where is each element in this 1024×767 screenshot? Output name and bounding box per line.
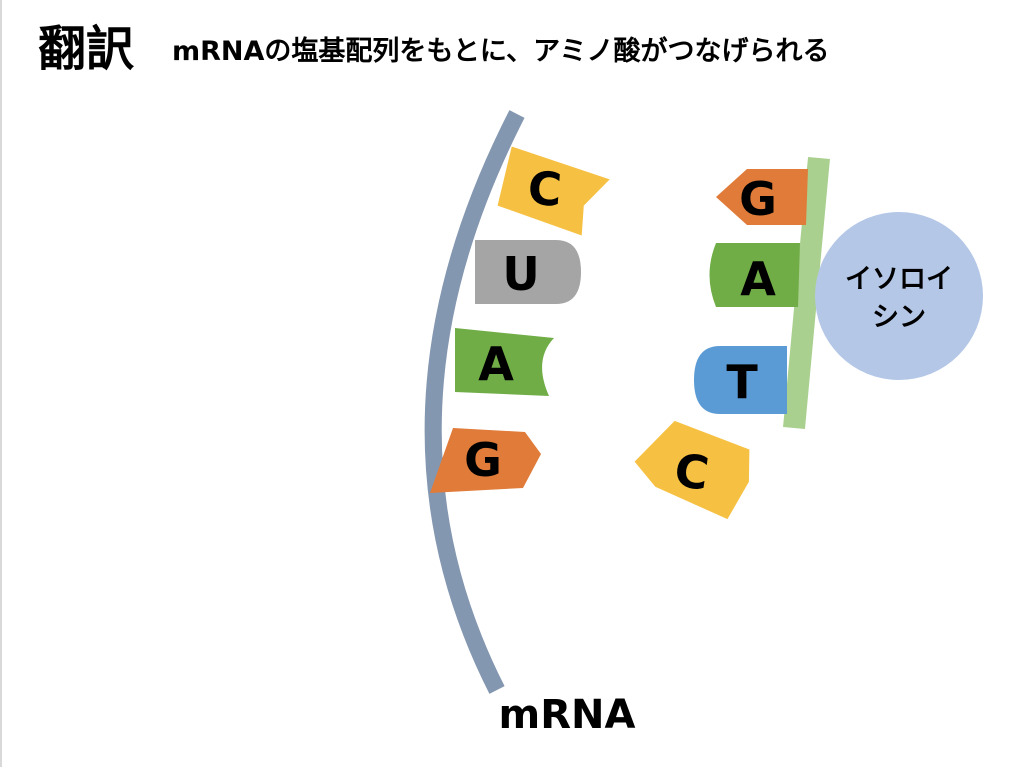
amino-acid-label-line1: イソロイ	[845, 264, 953, 295]
mrna-base-c-shape	[497, 146, 610, 236]
mrna-base-u: U	[475, 240, 581, 304]
free-base-c-shape	[634, 420, 750, 520]
trna-base-g: G	[716, 169, 808, 226]
slide-title: 翻訳	[38, 21, 135, 77]
mrna-base-c-letter: C	[526, 161, 563, 217]
mrna-base-a-letter: A	[478, 337, 514, 391]
trna-base-t-letter: T	[726, 355, 758, 409]
trna-base-t: T	[694, 346, 787, 414]
mrna-base-u-shape	[475, 240, 581, 304]
mrna-base-g: G	[430, 428, 541, 493]
trna-base-a-shape	[709, 243, 800, 307]
trna-bar	[783, 156, 830, 430]
amino-acid-label-line2: シン	[872, 302, 926, 333]
free-base-c: C	[634, 420, 750, 520]
amino-acid-circle	[815, 212, 983, 380]
slide-subtitle: mRNAの塩基配列をもとに、アミノ酸がつなげられる	[172, 36, 830, 67]
mrna-base-a-shape	[455, 328, 554, 396]
trna-base-g-shape	[716, 169, 808, 225]
mrna-base-a: A	[455, 328, 554, 396]
trna-base-a: A	[709, 243, 800, 307]
free-base-c-letter: C	[671, 443, 712, 501]
trna-base-g-letter: G	[739, 172, 777, 226]
mrna-base-g-letter: G	[464, 433, 502, 487]
mrna-label: mRNA	[499, 692, 636, 738]
mrna-base-u-letter: U	[502, 247, 539, 301]
trna-base-t-shape	[694, 346, 787, 414]
mrna-base-c: C	[497, 146, 610, 236]
mrna-strand	[424, 110, 525, 694]
mrna-base-g-shape	[430, 428, 541, 493]
trna-base-a-letter: A	[740, 252, 776, 306]
left-edge-rule	[0, 0, 2, 767]
